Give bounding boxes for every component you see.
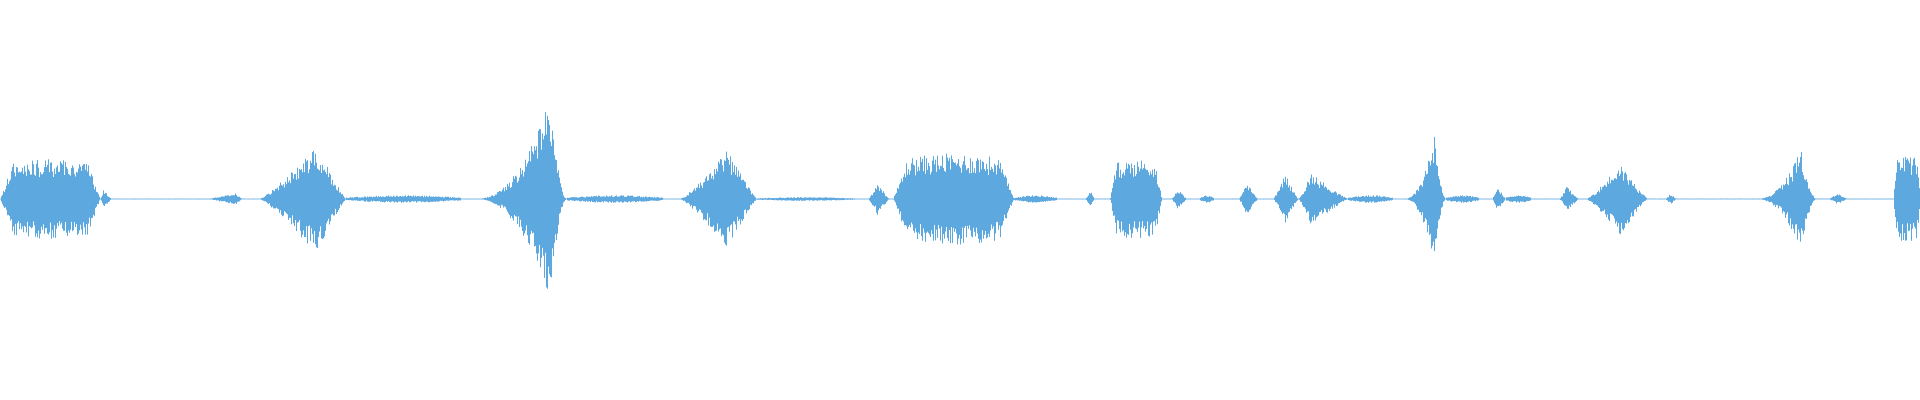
waveform-path (0, 112, 1920, 289)
